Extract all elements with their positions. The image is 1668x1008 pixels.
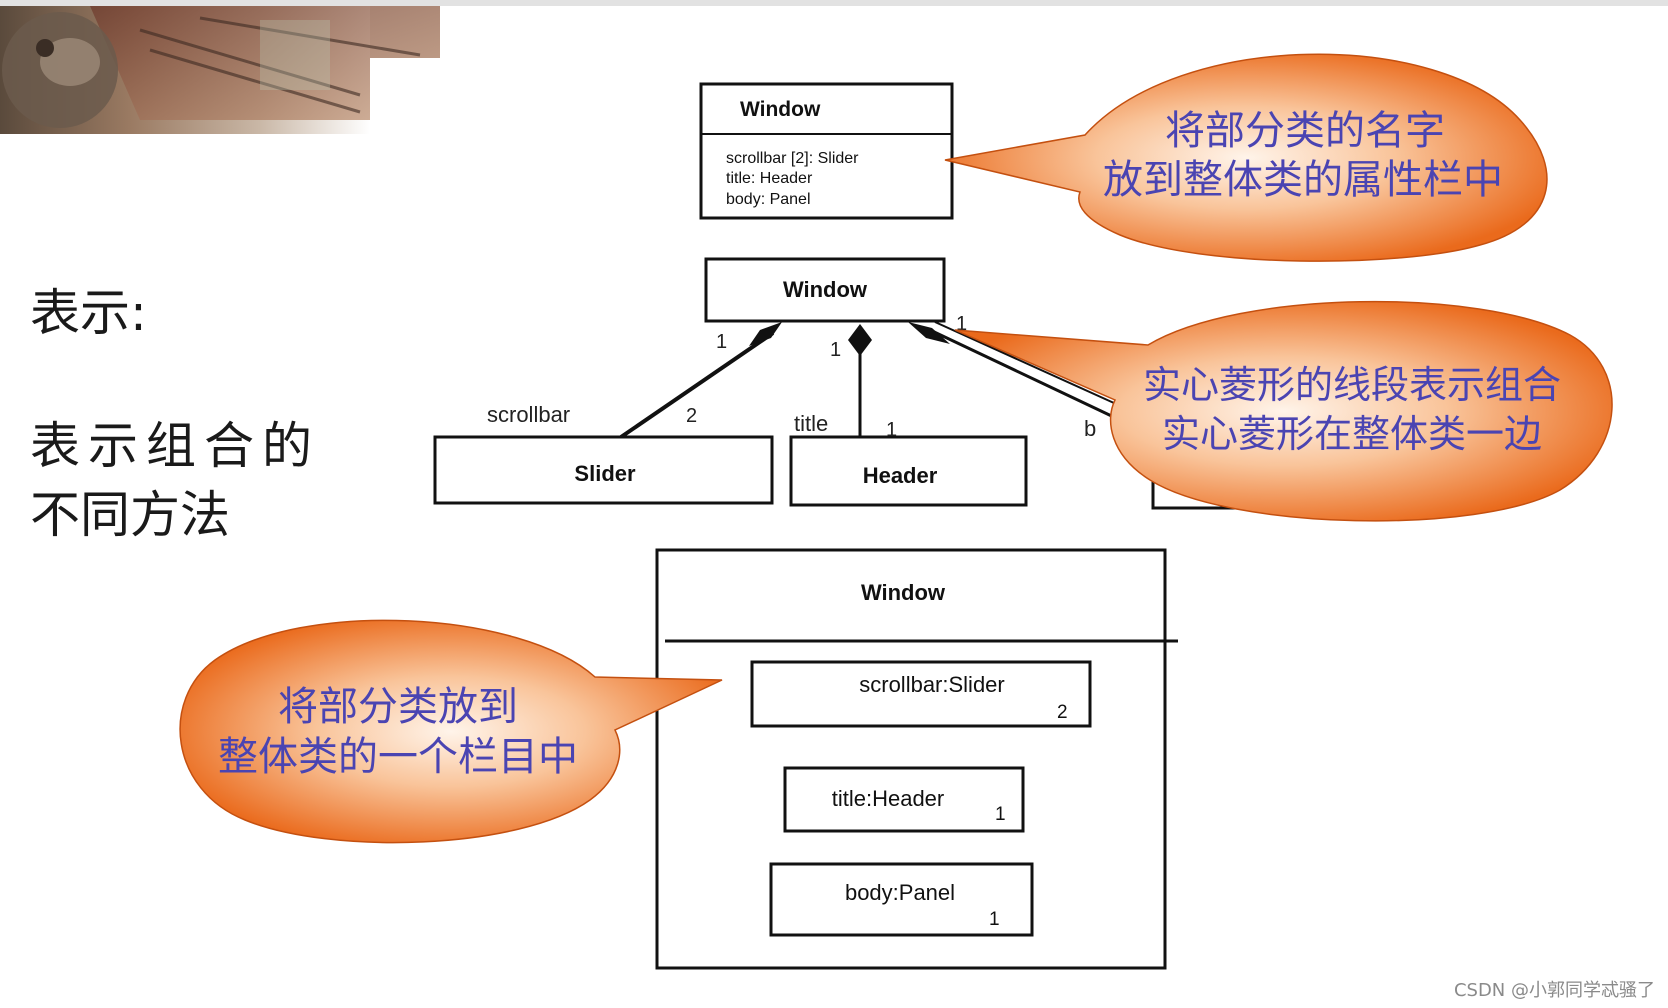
part-box-slider [433,435,774,505]
multiplicity-label: 1 [989,909,1000,930]
role-label: scrollbar [487,402,570,427]
class-name: Header [863,463,938,488]
callout-text: 将部分类的名字 [1165,108,1445,154]
class-name: Window [783,277,868,302]
attribute-row: scrollbar [2]: Slider [726,150,859,167]
multiplicity-label: 1 [956,313,967,335]
part-box [769,862,1034,937]
callout-bottom: 将部分类放到 整体类的一个栏目中 [179,619,723,844]
multiplicity-label: 1 [886,419,897,441]
composition-diamond-icon [908,322,950,344]
part-label: scrollbar:Slider [859,672,1005,697]
multiplicity-label: 2 [686,405,697,427]
class-name: Window [740,98,821,121]
part-box-header [789,435,1028,507]
role-label: b [1084,416,1096,441]
heading-label: 表示: [30,284,147,342]
class-name: Slider [574,461,636,486]
description-line-1: 表示组合的 [30,417,320,475]
class-box-window-attributes: Window scrollbar [2]: Slider title: Head… [699,82,954,220]
callout-text: 实心菱形的线段表示组合 [1143,363,1561,407]
callout-text: 放到整体类的属性栏中 [1103,157,1503,203]
part-label: title:Header [832,786,945,811]
callout-text: 将部分类放到 [278,684,518,730]
top-bar [0,0,1668,6]
header-photo [0,6,440,134]
callout-text: 实心菱形在整体类一边 [1162,412,1542,456]
multiplicity-label: 1 [995,804,1006,825]
association-line [619,331,775,439]
role-label: title [794,411,828,436]
attribute-row: body: Panel [726,191,811,208]
multiplicity-label: 1 [716,331,727,353]
nested-composition-diagram: Window scrollbar:Slider 2 title:Header 1… [655,548,1178,970]
attribute-row: title: Header [726,170,813,187]
class-name: Window [861,580,946,605]
part-label: body:Panel [845,880,955,905]
watermark: CSDN @小郭同学忒骚了 [1454,980,1655,1001]
multiplicity-label: 1 [830,339,841,361]
composition-diamond-icon [749,322,782,346]
part-box [750,660,1092,728]
description-line-2: 不同方法 [30,486,230,544]
callout-top: 将部分类的名字 放到整体类的属性栏中 [944,53,1548,262]
association-line [929,328,1121,422]
composition-diamond-icon [848,324,872,356]
multiplicity-label: 2 [1057,702,1068,723]
callout-text: 整体类的一个栏目中 [218,734,578,780]
callout-middle: 实心菱形的线段表示组合 实心菱形在整体类一边 [954,300,1613,522]
association-line [934,321,1126,409]
part-box [783,766,1025,833]
